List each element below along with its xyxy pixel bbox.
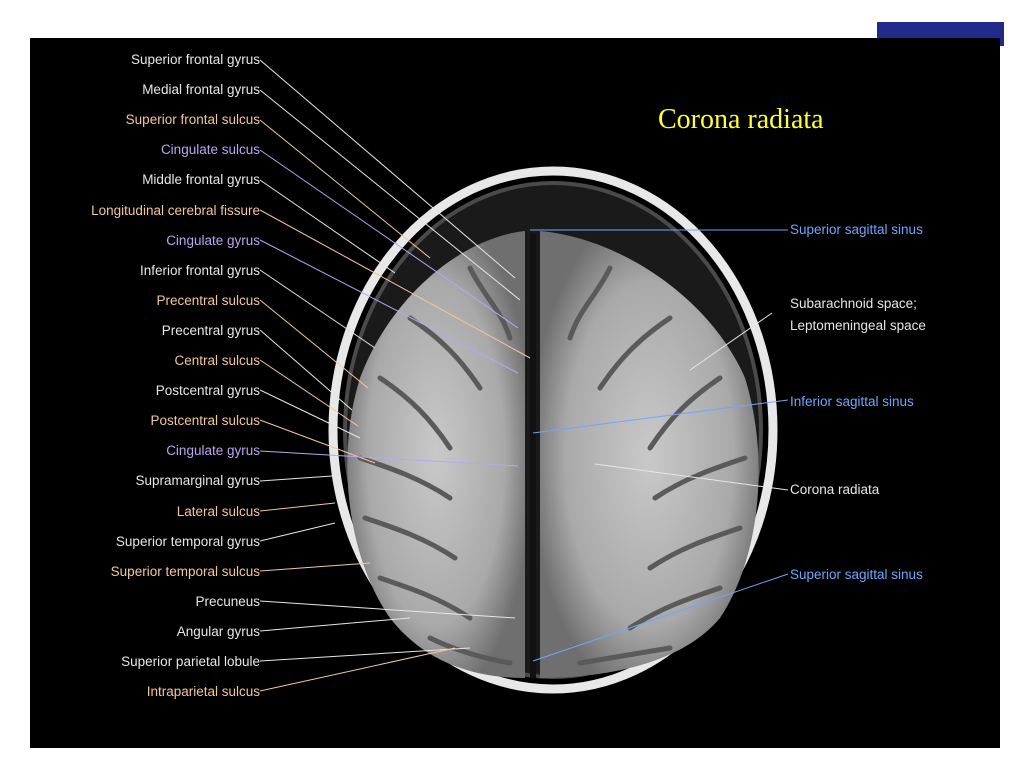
left-label: Supramarginal gyrus: [135, 473, 260, 489]
left-label: Superior temporal gyrus: [115, 533, 260, 549]
left-hemisphere: [347, 231, 525, 678]
left-label: Superior parietal lobule: [121, 654, 260, 669]
left-label: Angular gyrus: [176, 623, 260, 639]
right-label: Superior sagittal sinus: [790, 567, 923, 582]
left-label: Cingulate sulcus: [160, 142, 260, 158]
left-label: Middle frontal gyrus: [142, 172, 260, 188]
left-label: Superior temporal sulcus: [110, 563, 260, 579]
left-label: Postcentral sulcus: [150, 413, 260, 429]
left-leader-lines: [259, 59, 531, 692]
sulci-pattern: [357, 265, 748, 666]
left-label: Superior frontal sulcus: [125, 112, 260, 128]
right-hemisphere: [540, 231, 759, 678]
right-leader-lines: [530, 229, 789, 662]
right-label: Superior sagittal sinus: [790, 222, 923, 237]
left-label: Postcentral gyrus: [155, 383, 260, 399]
left-label: Superior frontal gyrus: [130, 52, 260, 67]
right-label: Subarachnoid space;: [790, 296, 917, 311]
left-label: Precentral sulcus: [156, 292, 260, 308]
left-label: Central sulcus: [174, 353, 260, 368]
left-label: Lateral sulcus: [176, 503, 260, 519]
mri-diagram: [259, 59, 789, 694]
left-label: Medial frontal gyrus: [142, 82, 260, 98]
skull-outline: [328, 166, 778, 694]
left-label: Intraparietal sulcus: [146, 684, 260, 700]
left-label: Cingulate gyrus: [166, 232, 260, 248]
left-label: Cingulate gyrus: [166, 443, 260, 459]
slide-title: Corona radiata: [658, 104, 824, 135]
left-label: Precuneus: [195, 593, 260, 609]
left-label: Precentral gyrus: [161, 322, 260, 338]
right-label: Corona radiata: [790, 482, 880, 497]
left-label: Longitudinal cerebral fissure: [91, 202, 260, 218]
right-label: Inferior sagittal sinus: [790, 394, 914, 409]
left-label: Inferior frontal gyrus: [139, 262, 260, 278]
right-label: Leptomeningeal space: [790, 318, 926, 333]
